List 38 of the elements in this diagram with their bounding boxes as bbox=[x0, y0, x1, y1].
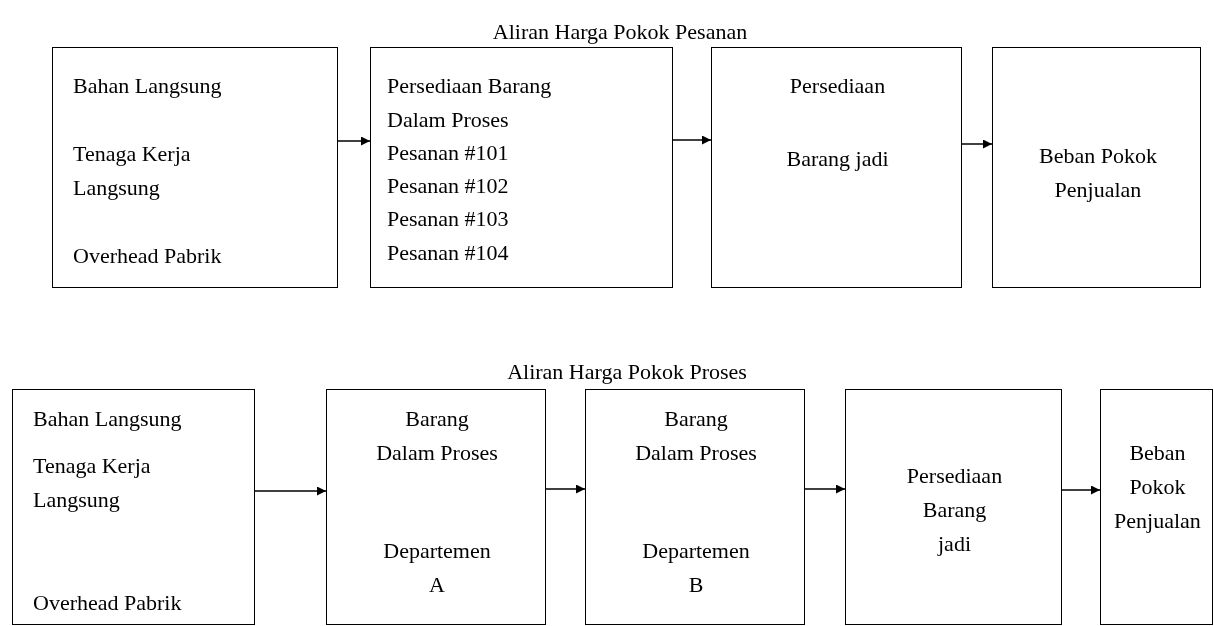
arrow bbox=[254, 486, 327, 496]
process-box bbox=[52, 47, 338, 288]
process-box bbox=[370, 47, 673, 288]
box-text: Departemen B bbox=[641, 537, 751, 599]
process-box bbox=[845, 389, 1062, 625]
process-box bbox=[326, 389, 546, 625]
process-box bbox=[992, 47, 1201, 288]
box-text: Barang Dalam Proses bbox=[634, 405, 758, 467]
box-text: Barang jadi bbox=[785, 145, 890, 173]
box-text: Bahan Langsung bbox=[33, 405, 183, 433]
box-text: Tenaga Kerja Langsung bbox=[33, 452, 152, 514]
box-text: Pesanan #101 bbox=[387, 139, 510, 167]
box-text: Overhead Pabrik bbox=[33, 589, 183, 617]
box-text: Departemen A bbox=[382, 537, 492, 599]
arrow bbox=[1061, 485, 1101, 495]
box-text: Beban Pokok Penjualan bbox=[1113, 439, 1202, 535]
box-text: Beban Pokok Penjualan bbox=[1038, 142, 1158, 204]
arrow bbox=[804, 484, 846, 494]
box-text: Persediaan Barang jadi bbox=[905, 462, 1004, 558]
section-title: Aliran Harga Pokok Pesanan bbox=[492, 19, 748, 45]
box-text: Pesanan #104 bbox=[387, 239, 510, 267]
process-box bbox=[12, 389, 255, 625]
box-text: Pesanan #102 bbox=[387, 172, 510, 200]
process-box bbox=[1100, 389, 1213, 625]
section-title: Aliran Harga Pokok Proses bbox=[507, 359, 747, 385]
process-box bbox=[585, 389, 805, 625]
arrow bbox=[961, 139, 993, 149]
box-text: Tenaga Kerja Langsung bbox=[73, 140, 192, 202]
box-text: Persediaan bbox=[788, 72, 887, 100]
arrow bbox=[672, 135, 712, 145]
box-text: Persediaan Barang Dalam Proses bbox=[387, 72, 553, 134]
process-box bbox=[711, 47, 962, 288]
box-text: Barang Dalam Proses bbox=[375, 405, 499, 467]
arrow bbox=[545, 484, 586, 494]
arrow bbox=[337, 136, 371, 146]
box-text: Bahan Langsung bbox=[73, 72, 223, 100]
box-text: Pesanan #103 bbox=[387, 205, 510, 233]
box-text: Overhead Pabrik bbox=[73, 242, 223, 270]
